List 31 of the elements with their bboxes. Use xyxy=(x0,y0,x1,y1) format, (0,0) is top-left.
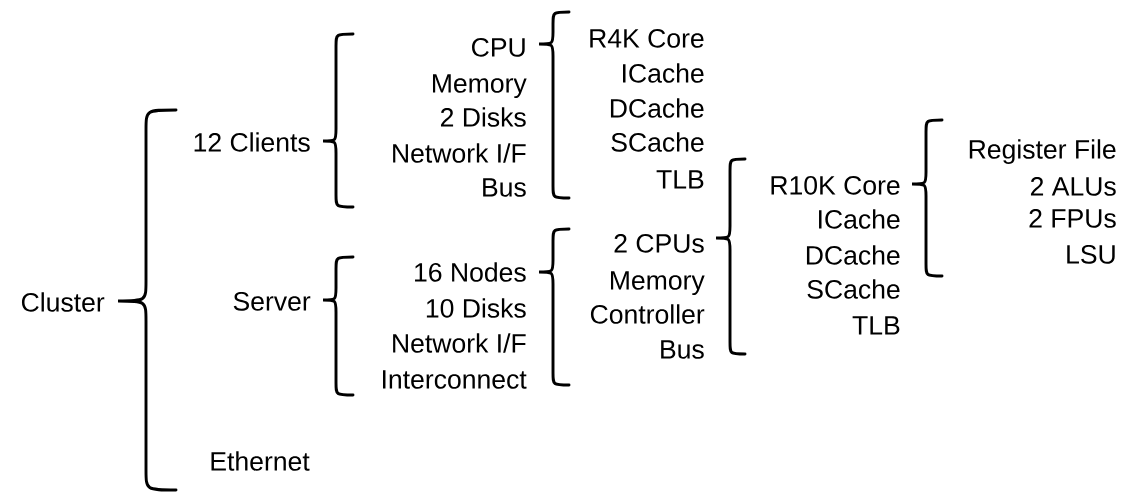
label: Register File xyxy=(969,139,1116,164)
label: 2 ALUs xyxy=(1030,176,1116,196)
label: 16 Nodes xyxy=(415,262,526,282)
label: ICache xyxy=(623,63,704,83)
label: Interconnect xyxy=(383,370,527,389)
label: Network I/F xyxy=(393,143,526,163)
label: 10 Disks xyxy=(426,298,526,318)
label: Controller xyxy=(590,304,705,324)
label: Memory xyxy=(433,74,527,98)
label: DCache xyxy=(806,245,900,265)
label: R4K Core xyxy=(590,28,704,48)
label: LSU xyxy=(1067,244,1115,264)
label: TLB xyxy=(852,316,900,335)
label: Bus xyxy=(483,178,526,197)
label: DCache xyxy=(610,98,704,118)
label: Bus xyxy=(661,340,704,359)
label: 12 Clients xyxy=(194,132,310,152)
label: Memory xyxy=(611,271,705,295)
label: CPU xyxy=(472,37,525,57)
label: SCache xyxy=(807,279,900,299)
label: TLB xyxy=(656,170,704,189)
label: SCache xyxy=(611,132,704,152)
label: R10K Core xyxy=(771,175,900,195)
label: ICache xyxy=(819,209,900,229)
label: Cluster xyxy=(21,292,105,312)
label: 2 Disks xyxy=(441,107,526,127)
label: 2 CPUs xyxy=(614,233,704,253)
label: Server xyxy=(233,291,311,311)
label: Ethernet xyxy=(211,451,310,471)
label: Network I/F xyxy=(393,333,526,353)
label: 2 FPUs xyxy=(1029,208,1116,228)
